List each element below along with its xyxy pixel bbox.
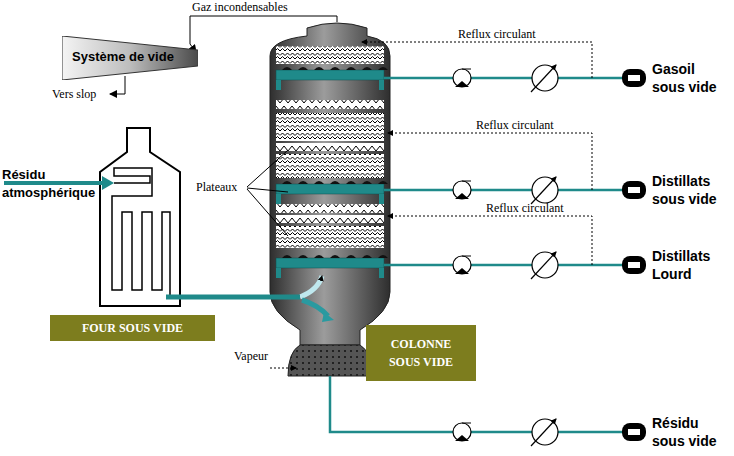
reflux-lines — [362, 42, 592, 265]
feed-label: Résidu atmosphérique — [2, 166, 98, 202]
slop-line — [110, 76, 125, 94]
furnace-coil — [112, 168, 170, 297]
part-label: Plateaux — [196, 180, 237, 194]
ejector-label: Système de vide — [72, 49, 198, 64]
caption-text: FOUR SOUS VIDE — [60, 319, 205, 337]
stream-label: Gaz incondensables — [192, 0, 288, 14]
vacuum-ejector: Système de vide — [62, 36, 198, 80]
furnace-shape — [100, 128, 180, 306]
stream-label: Vers slop — [52, 87, 96, 101]
stream-label: Vapeur — [234, 349, 268, 363]
column-trays — [276, 67, 388, 278]
reflux-label: Reflux circulant — [458, 27, 536, 41]
steam-line — [270, 368, 296, 369]
product-label: Distillats Lourd — [652, 247, 730, 283]
pumps-exchangers — [453, 65, 646, 446]
column-skirt — [288, 345, 372, 376]
product-label: Résidu sous vide — [652, 414, 730, 450]
reflux-label: Reflux circulant — [486, 201, 564, 215]
product-lines — [330, 78, 622, 432]
transfer-line — [166, 295, 300, 300]
product-label: Distillats sous vide — [652, 172, 730, 208]
reflux-label: Reflux circulant — [476, 118, 554, 132]
column-internals — [276, 46, 384, 248]
caption-text: COLONNE SOUS VIDE — [374, 335, 468, 371]
leader-lines — [247, 150, 288, 236]
caption-box: COLONNE SOUS VIDE — [366, 325, 476, 381]
caption-box: FOUR SOUS VIDE — [50, 315, 215, 341]
product-label: Gasoil sous vide — [652, 60, 730, 96]
